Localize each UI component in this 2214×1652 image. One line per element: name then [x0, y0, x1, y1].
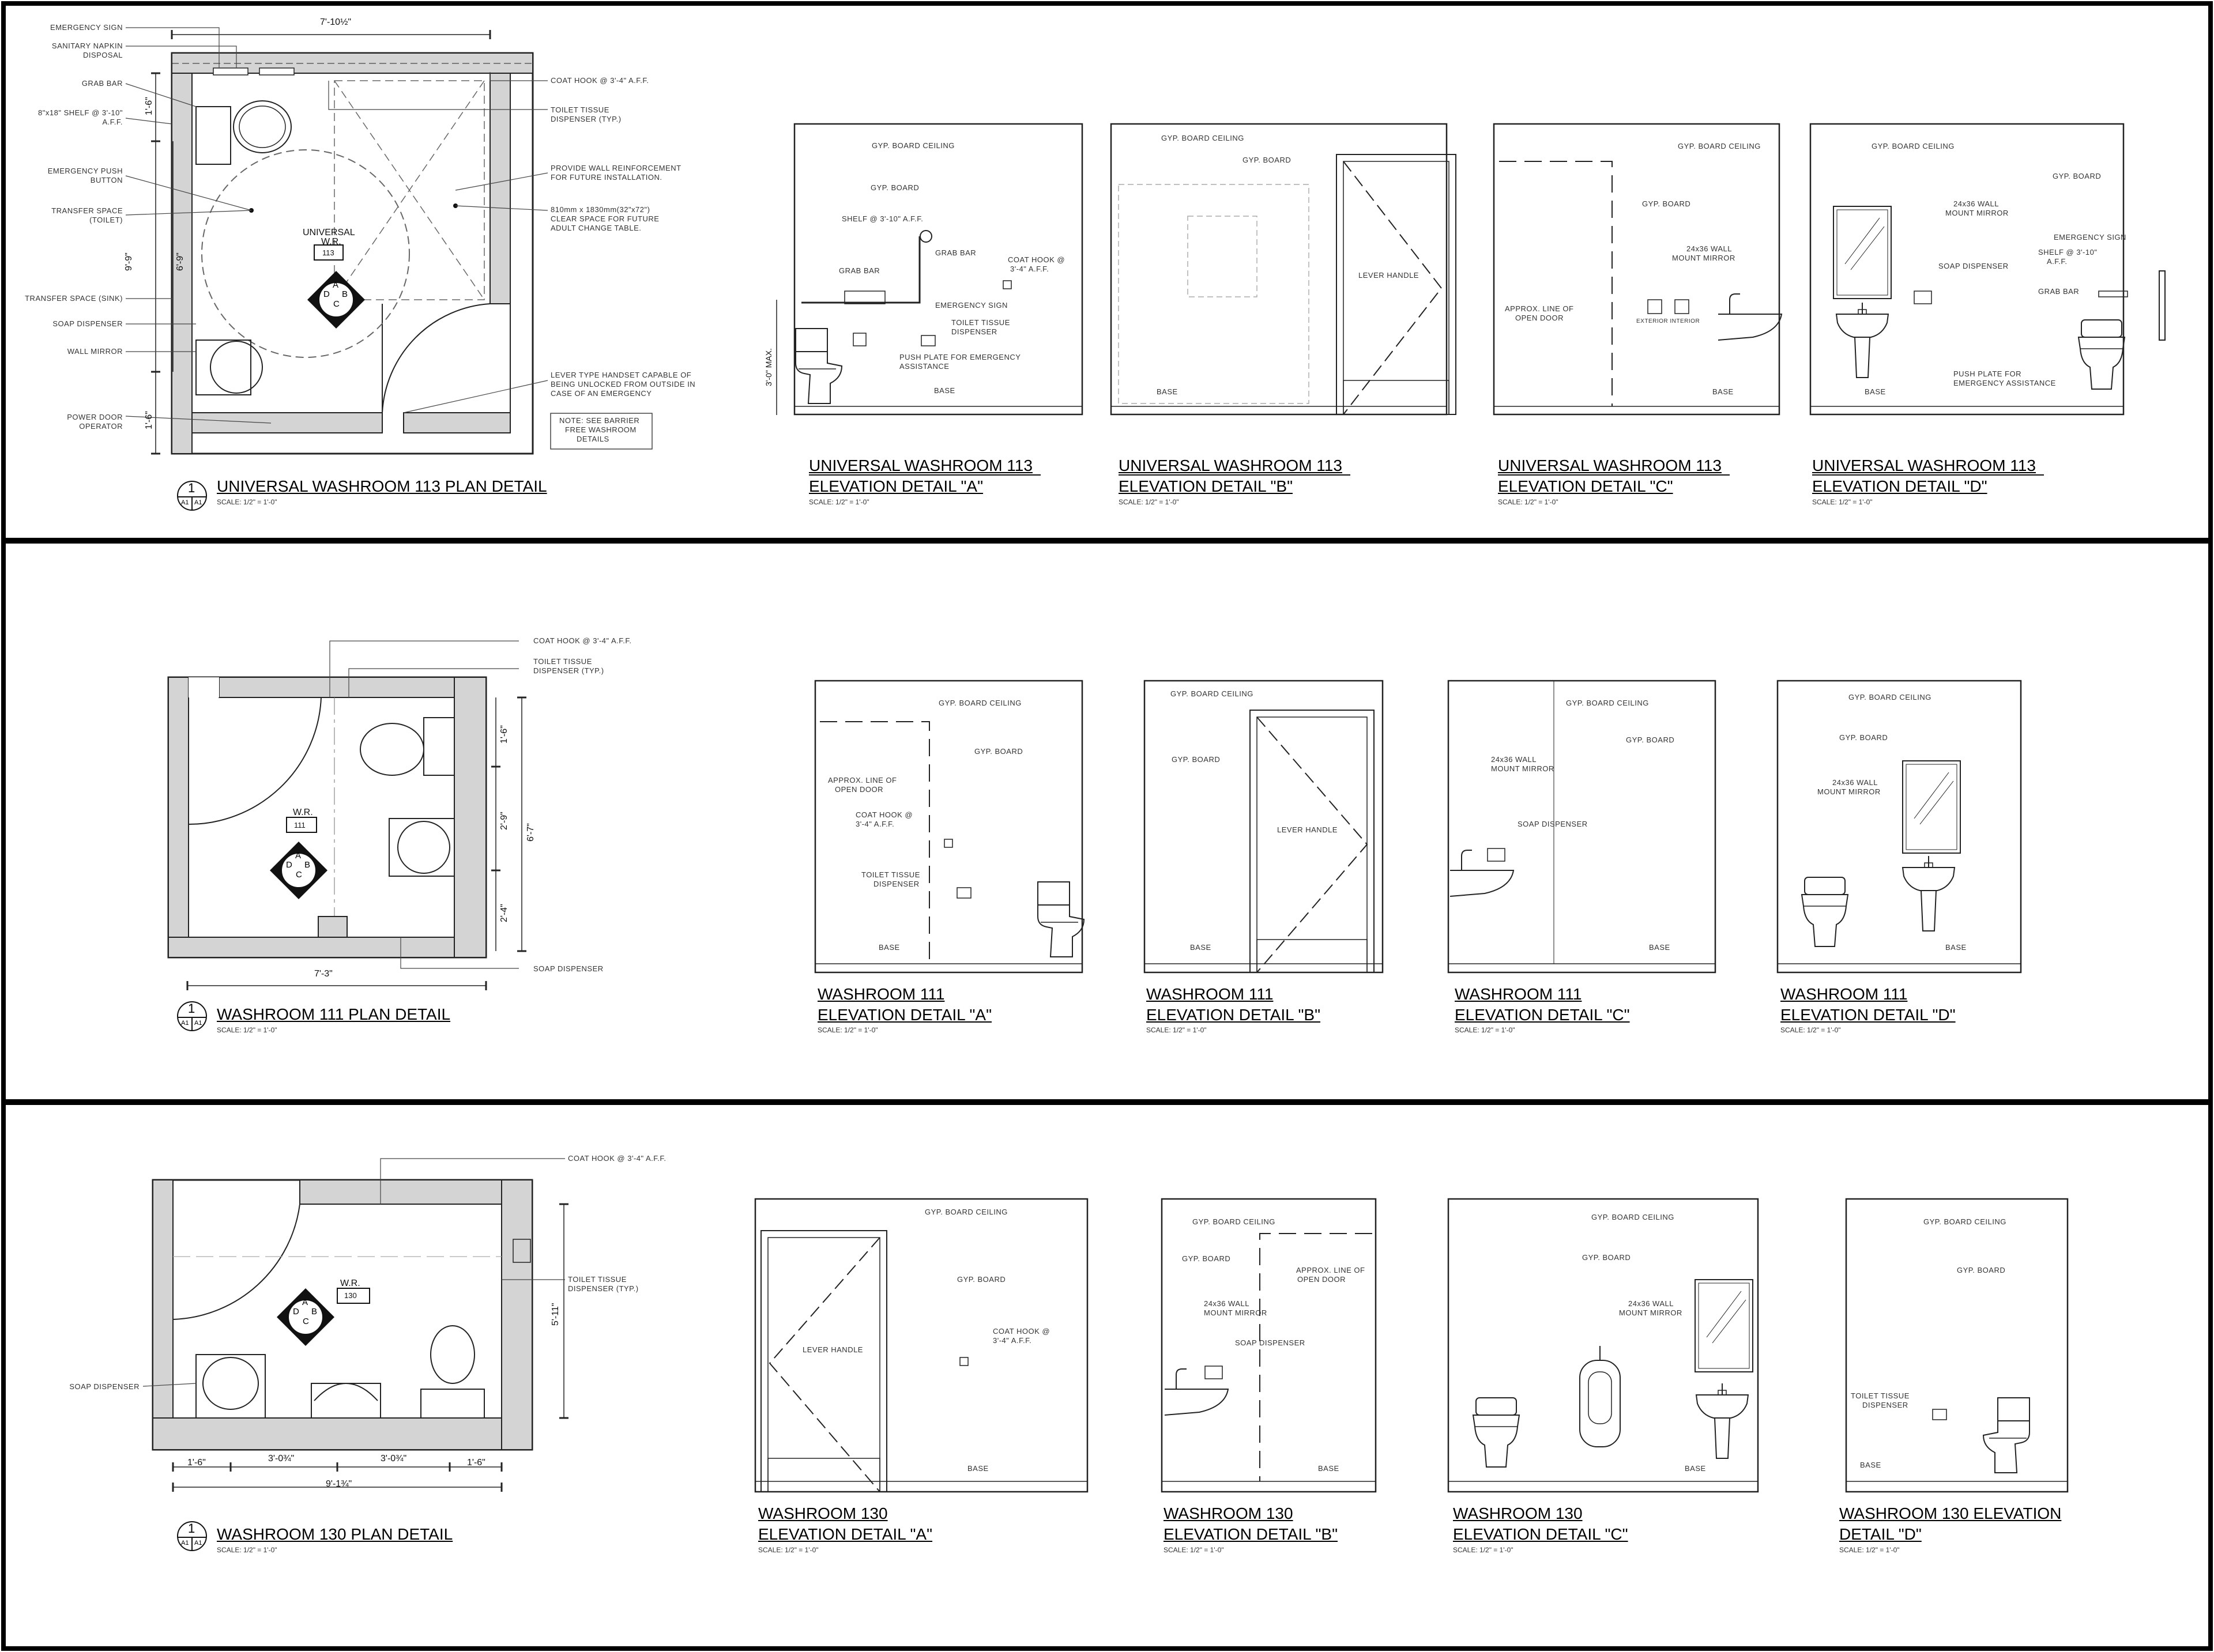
elevation-113-c: [1493, 123, 1782, 416]
plan-111: [167, 640, 526, 1031]
elevation-111-d: [1776, 680, 2022, 974]
elevation-111-a: [814, 680, 1085, 974]
elevation-111-c: [1447, 680, 1716, 974]
elevation-130-d: [1845, 1198, 2069, 1493]
elevation-113-d: [1809, 123, 2166, 416]
plan-130: [142, 1158, 568, 1551]
elevation-130-c: [1447, 1198, 1759, 1493]
elevation-111-b: [1143, 680, 1384, 974]
plan-113: [125, 27, 653, 511]
elevation-130-b: [1161, 1198, 1377, 1493]
elevation-130-a: [754, 1198, 1089, 1493]
elevation-113-b: [1110, 123, 1456, 416]
elevation-113-a: [776, 123, 1083, 416]
